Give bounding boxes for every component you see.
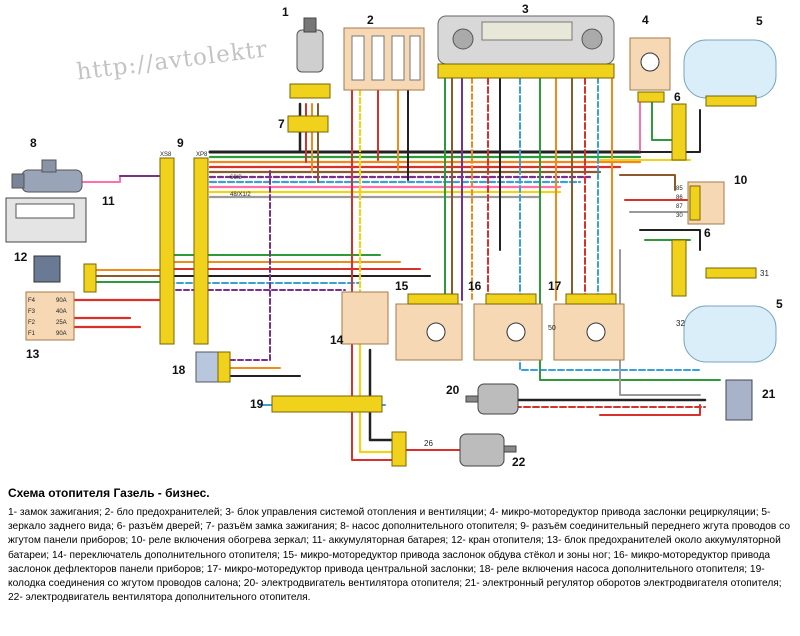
door-connector-bottom <box>671 239 687 297</box>
heater-fan-motor <box>465 383 519 415</box>
callout-26: 26 <box>424 439 433 448</box>
callout-6-top: 6 <box>674 90 681 104</box>
battery-fuse-block <box>25 263 97 341</box>
label-87: 87 <box>676 204 683 210</box>
callout-9: 9 <box>177 136 184 150</box>
callout-7: 7 <box>278 117 285 131</box>
callout-16: 16 <box>468 279 482 293</box>
label-85: 85 <box>676 186 683 192</box>
fuse-f1-label: F1 <box>28 331 36 337</box>
front-harness-connector-xp8 <box>193 157 209 345</box>
climate-control-unit <box>437 15 615 79</box>
label-32: 32 <box>676 319 685 328</box>
label-xs8: XS8 <box>160 152 172 158</box>
caption-title: Схема отопителя Газель - бизнес. <box>8 486 210 500</box>
auxiliary-fan-motor <box>391 431 517 467</box>
callout-8: 8 <box>30 136 37 150</box>
salon-harness-connector <box>271 395 383 413</box>
front-harness-connector-xs8 <box>159 157 175 345</box>
callout-13: 13 <box>26 347 40 361</box>
ignition-lock-connector <box>287 115 329 133</box>
callout-12: 12 <box>14 250 28 264</box>
fuse-f4-label: F4 <box>28 298 36 304</box>
fuse-f2-rating: 25A <box>56 320 67 326</box>
rear-view-mirror-bottom <box>683 267 777 363</box>
auxiliary-heater-switch <box>341 291 389 345</box>
callout-10: 10 <box>734 173 748 187</box>
callout-2: 2 <box>367 13 374 27</box>
label-30: 30 <box>676 213 683 219</box>
auxiliary-heater-pump <box>11 159 83 193</box>
label-50: 50 <box>548 325 556 332</box>
glass-and-foot-flap-motor <box>395 293 463 361</box>
label-48-x1-2: 48/X1/2 <box>230 192 251 198</box>
fuse-f4-rating: 90A <box>56 298 67 304</box>
callout-15: 15 <box>395 279 409 293</box>
callout-17: 17 <box>548 279 562 293</box>
callout-5-top: 5 <box>756 14 763 28</box>
label-31: 31 <box>760 269 769 278</box>
callout-21: 21 <box>762 387 776 401</box>
heater-valve <box>33 255 61 283</box>
callout-1: 1 <box>282 5 289 19</box>
heater-wiring-diagram: 1 2 3 4 5 5 6 6 7 8 9 10 11 12 13 14 15 … <box>5 2 783 469</box>
label-xp8: XP8 <box>196 152 208 158</box>
fuse-f3-label: F3 <box>28 309 36 315</box>
callout-22: 22 <box>512 455 526 469</box>
ignition-lock <box>289 17 331 99</box>
fuse-f2-label: F2 <box>28 320 36 326</box>
diagram-caption: Схема отопителя Газель - бизнес. 1- замо… <box>8 486 794 605</box>
callout-6-bottom: 6 <box>704 226 711 240</box>
callout-19: 19 <box>250 397 264 411</box>
callout-18: 18 <box>172 363 186 377</box>
callout-4: 4 <box>642 13 649 27</box>
pump-relay <box>195 351 231 383</box>
rear-view-mirror-top <box>683 39 777 107</box>
battery <box>5 197 87 243</box>
callout-5-bottom: 5 <box>776 297 783 311</box>
callout-14: 14 <box>330 333 344 347</box>
dashboard-deflector-flap-motor <box>473 293 543 361</box>
fuse-box <box>343 27 425 91</box>
recirculation-motor <box>629 37 671 103</box>
fuse-f3-rating: 40A <box>56 309 67 315</box>
fan-speed-regulator <box>725 379 753 421</box>
mirror-heating-relay <box>687 181 725 225</box>
callout-11: 11 <box>102 194 115 208</box>
caption-legend: 1- замок зажигания; 2- бло предохранител… <box>8 507 791 604</box>
label-60-3: 60/3 <box>230 175 242 181</box>
label-86: 86 <box>676 195 683 201</box>
fuse-f1-rating: 90A <box>56 331 67 337</box>
callout-20: 20 <box>446 383 460 397</box>
central-flap-motor <box>553 293 625 361</box>
callout-3: 3 <box>522 2 529 16</box>
door-connector-top <box>671 103 687 161</box>
